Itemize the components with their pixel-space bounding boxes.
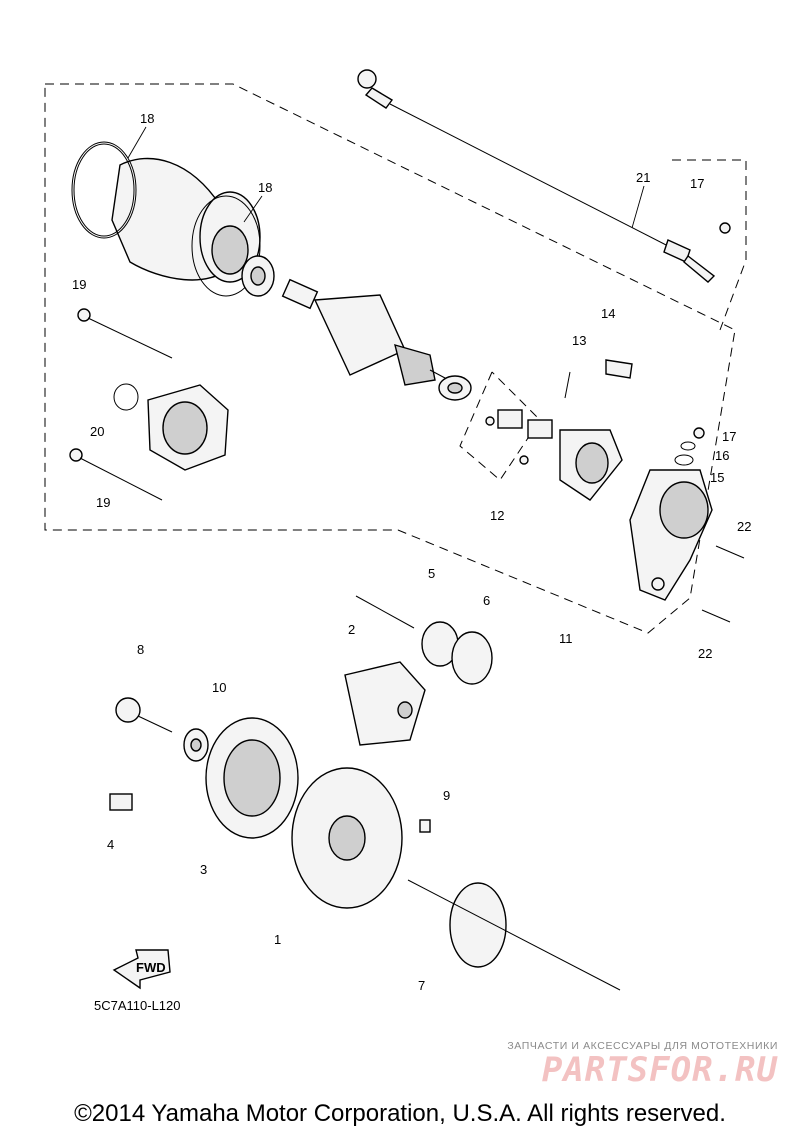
o-ring-18a (71, 141, 137, 239)
callout-17a: 17 (690, 176, 704, 191)
watermark-caption: ЗАПЧАСТИ И АКСЕССУАРЫ ДЛЯ МОТОТЕХНИКИ (507, 1040, 778, 1052)
callouts: 18 18 19 20 19 21 17 14 13 17 16 15 12 2… (72, 111, 751, 993)
rear-cover (629, 469, 713, 601)
callout-18a: 18 (140, 111, 154, 126)
shaft-gear-7 (407, 879, 621, 991)
callout-4: 4 (107, 837, 114, 852)
bolt-22b (701, 609, 731, 623)
through-bolt-lower (69, 448, 163, 501)
callout-3: 3 (200, 862, 207, 877)
bolt-4 (109, 793, 133, 811)
through-bolt-upper (77, 308, 173, 359)
front-cover (147, 384, 229, 471)
washer-15 (674, 454, 694, 466)
callout-19a: 19 (72, 277, 86, 292)
o-ring-18b (191, 195, 261, 297)
washer-16 (680, 441, 696, 451)
fwd-label: FWD (136, 960, 166, 975)
callout-7: 7 (418, 978, 425, 993)
nut-17b (693, 427, 705, 439)
bolt-13 (564, 371, 571, 399)
bolt-8 (115, 697, 173, 733)
needle-bearing (438, 375, 472, 401)
callout-10: 10 (212, 680, 226, 695)
watermark: ЗАПЧАСТИ И АКСЕССУАРЫ ДЛЯ МОТОТЕХНИКИ PA… (507, 1040, 778, 1088)
sub-outline-17 (672, 159, 747, 331)
o-ring-20 (113, 383, 139, 411)
callout-6: 6 (483, 593, 490, 608)
idle-gear-2 (344, 661, 426, 746)
assembly-outline (44, 83, 736, 634)
callout-22a: 22 (737, 519, 751, 534)
motor-yoke (73, 143, 261, 283)
callout-20: 20 (90, 424, 104, 439)
brush-holder (459, 371, 623, 501)
armature (281, 278, 446, 386)
starter-gear-1 (291, 767, 403, 909)
callout-17b: 17 (722, 429, 736, 444)
nut-17 (719, 222, 731, 234)
callout-12: 12 (490, 508, 504, 523)
callout-22b: 22 (698, 646, 712, 661)
terminal-14 (605, 359, 633, 379)
starter-cable (357, 69, 716, 283)
callout-8: 8 (137, 642, 144, 657)
callout-21: 21 (636, 170, 650, 185)
bolt-22a (715, 545, 745, 559)
callout-15: 15 (710, 470, 724, 485)
callout-16: 16 (715, 448, 729, 463)
copyright-notice: ©2014 Yamaha Motor Corporation, U.S.A. A… (74, 1100, 726, 1127)
fwd-arrow-icon: FWD (112, 949, 171, 990)
callout-9: 9 (443, 788, 450, 803)
callout-13: 13 (572, 333, 586, 348)
callout-14: 14 (601, 306, 615, 321)
watermark-logo: PARTSFOR.RU (541, 1050, 778, 1090)
one-way-clutch-3 (205, 717, 299, 839)
callout-18b: 18 (258, 180, 272, 195)
callout-11: 11 (559, 631, 573, 646)
shaft-5 (355, 595, 415, 629)
key-9 (419, 819, 431, 833)
washer-10 (183, 728, 209, 762)
bearing (241, 255, 275, 297)
diagram-code: 5C7A110-L120 (94, 998, 181, 1013)
callout-19b: 19 (96, 495, 110, 510)
callout-1: 1 (274, 932, 281, 947)
idle-gear-6 (421, 621, 493, 685)
callout-5: 5 (428, 566, 435, 581)
callout-2: 2 (348, 622, 355, 637)
